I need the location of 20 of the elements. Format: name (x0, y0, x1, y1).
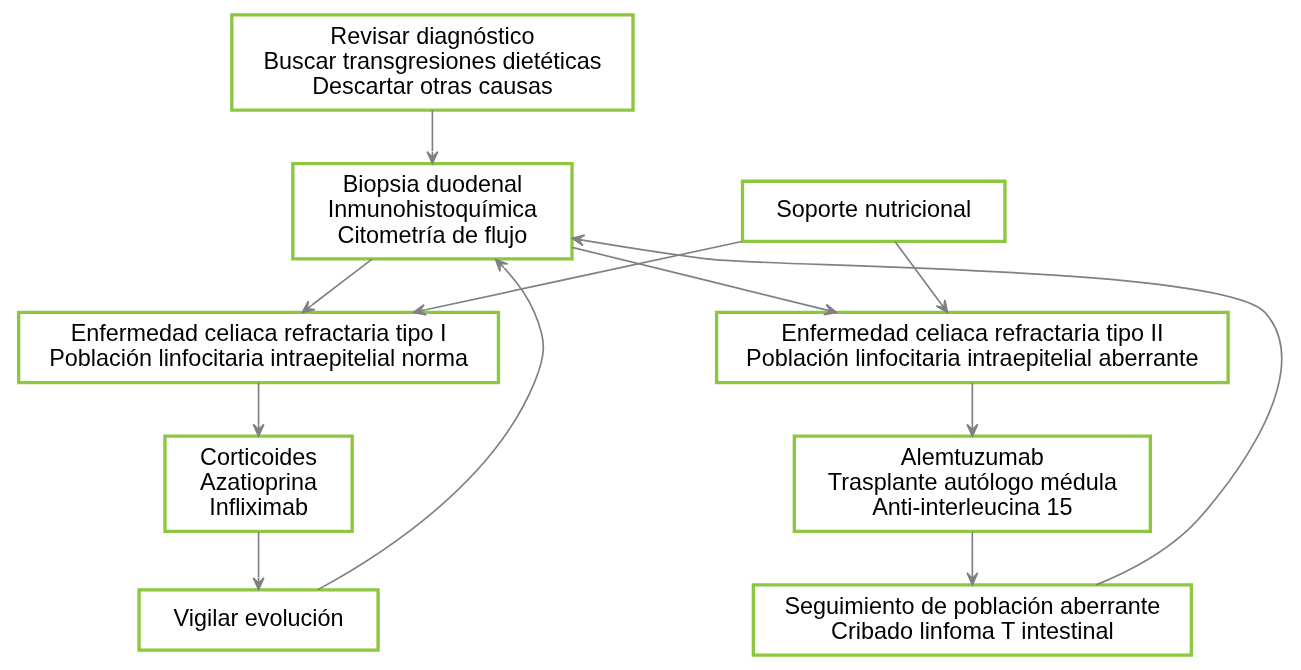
node-box: Biopsia duodenal Inmunohistoquímica Citometría de flujo (291, 162, 574, 261)
arrow (252, 531, 265, 591)
arrow (252, 381, 265, 437)
node-box: Enfermedad celiaca refractaria tipo II Población linfocitaria intraepitelial aberrante (714, 310, 1230, 385)
node-box: Alemtuzumab Trasplante autólogo médula Anti-interleucina 15 (792, 434, 1153, 534)
node-box: Seguimiento de población aberrante Cribado linfoma T intestinal (751, 583, 1193, 657)
arrow (317, 258, 545, 591)
arrow (571, 234, 1283, 586)
arrow (966, 531, 979, 586)
arrow (426, 109, 439, 165)
node-box: Enfermedad celiaca refractaria tipo I Población linfocitaria intraepitelial norma (17, 310, 501, 385)
arrow (966, 381, 979, 437)
arrow (894, 240, 949, 314)
node-box: Soporte nutricional (740, 179, 1007, 244)
arrow (571, 246, 838, 316)
arrow (412, 240, 743, 316)
node-box: Corticoides Azatioprina Infliximab (163, 434, 354, 534)
arrow (301, 258, 373, 314)
node-box: Revisar diagnóstico Buscar transgresiones dietéticas Descartar otras causas (230, 13, 635, 112)
node-box: Vigilar evolución (137, 588, 380, 652)
